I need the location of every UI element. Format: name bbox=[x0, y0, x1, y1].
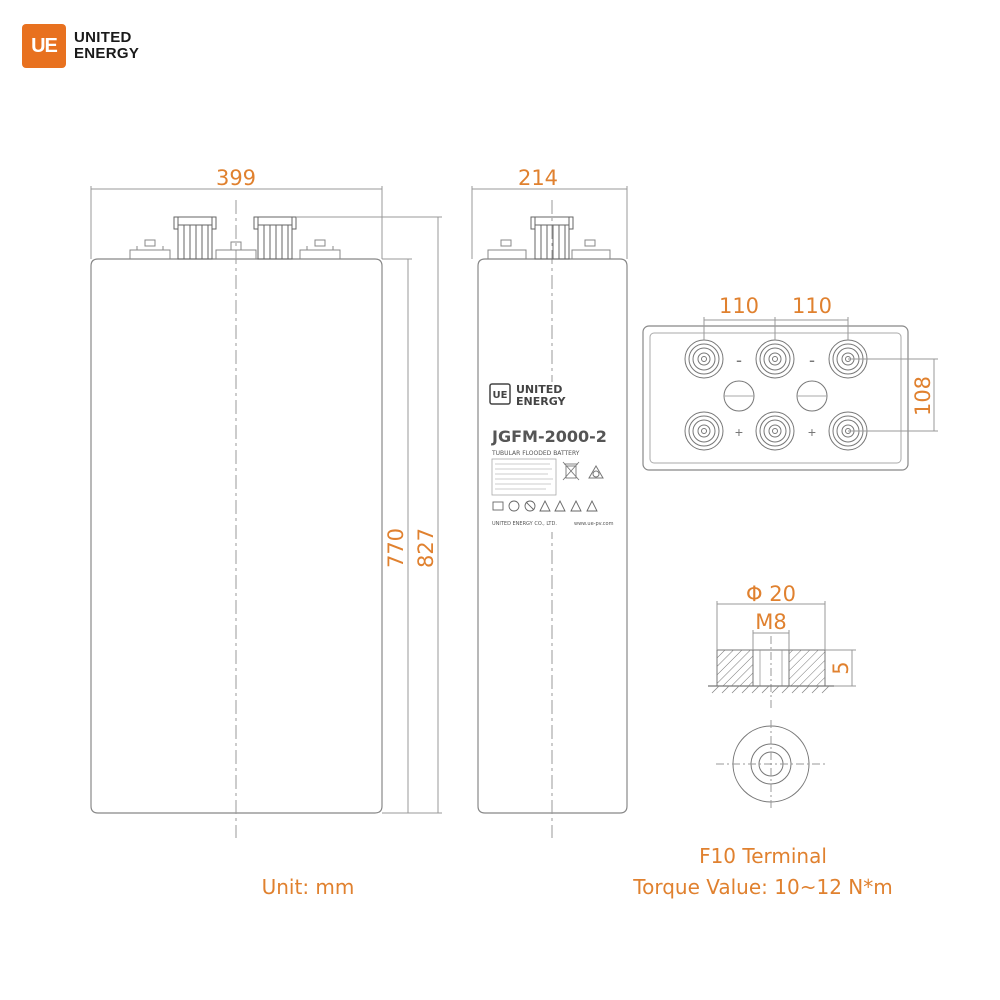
label-website: www.ue-pv.com bbox=[574, 521, 614, 527]
terminal-diameter-dimension bbox=[716, 601, 826, 650]
top-row-dimension bbox=[848, 358, 938, 432]
terminal-thread-label: M8 bbox=[755, 610, 786, 634]
brand-logo: UE UNITED ENERGY bbox=[22, 24, 139, 68]
label-spec-box bbox=[491, 458, 557, 496]
side-small-caps bbox=[487, 239, 611, 259]
manual-icon bbox=[492, 501, 504, 511]
label-brand-line-2: ENERGY bbox=[516, 395, 566, 408]
label-company: UNITED ENERGY CO., LTD. bbox=[492, 521, 557, 527]
terminal-torque: Torque Value: 10~12 N*m bbox=[632, 875, 892, 899]
label-logo-text: UE bbox=[493, 390, 508, 401]
label-model: JGFM-2000-2 bbox=[491, 427, 607, 446]
label-logo-mark bbox=[489, 383, 511, 405]
top-spacing-label-1: 110 bbox=[719, 294, 759, 318]
corrosive-icon bbox=[554, 499, 566, 512]
label-warning-icons bbox=[492, 499, 598, 512]
terminal-section-hatch-right bbox=[788, 649, 826, 687]
label-brand-line-1: UNITED bbox=[516, 383, 562, 396]
side-width-dimension bbox=[471, 186, 628, 259]
label-subtitle: TUBULAR FLOODED BATTERY bbox=[491, 450, 580, 457]
terminal-neg-2 bbox=[755, 339, 795, 379]
front-height-body-label: 770 bbox=[384, 528, 408, 568]
front-small-caps bbox=[129, 239, 341, 259]
terminal-height-dimension bbox=[825, 649, 856, 687]
electric-icon bbox=[586, 499, 598, 512]
top-terminals bbox=[684, 339, 868, 451]
terminal-section-hatch-left bbox=[716, 649, 754, 687]
terminal-title: F10 Terminal bbox=[699, 844, 827, 868]
terminal-detail: Φ 20 M8 5 bbox=[708, 582, 856, 810]
brand-line-2: ENERGY bbox=[74, 45, 140, 62]
battery-product-label: UE UNITED ENERGY JGFM-2000-2 TUBULAR FLO… bbox=[488, 382, 616, 532]
side-terminal-post bbox=[530, 216, 574, 260]
top-inner-outline bbox=[649, 332, 902, 464]
front-height-total-label: 827 bbox=[414, 528, 438, 568]
brand-line-1: UNITED bbox=[74, 29, 132, 46]
top-row-spacing-label: 108 bbox=[911, 376, 935, 416]
front-view: 399 770 827 bbox=[90, 166, 442, 838]
label-spec-lines bbox=[495, 463, 553, 490]
crossed-bin-icon bbox=[562, 461, 580, 481]
front-height-dimensions bbox=[296, 216, 442, 814]
terminal-neg-1 bbox=[684, 339, 724, 379]
front-width-dimension bbox=[90, 186, 383, 259]
side-battery-body bbox=[477, 258, 628, 814]
front-terminal-post-left bbox=[173, 216, 217, 260]
terminal-pos-2 bbox=[755, 411, 795, 451]
pos-sign-2: + bbox=[808, 424, 816, 440]
terminal-pos-1 bbox=[684, 411, 724, 451]
terminal-base-hatch bbox=[711, 685, 830, 694]
top-spacing-label-2: 110 bbox=[792, 294, 832, 318]
side-width-label: 214 bbox=[518, 166, 558, 190]
front-battery-body bbox=[90, 258, 383, 814]
neg-sign-1: - bbox=[736, 350, 742, 370]
child-warning-icon bbox=[524, 500, 536, 512]
top-view: - - + + 110 110 108 bbox=[642, 294, 938, 471]
terminal-height-label: 5 bbox=[829, 661, 853, 674]
top-spacing-dimension bbox=[703, 317, 849, 340]
terminal-diameter-label: Φ 20 bbox=[746, 582, 796, 606]
brand-logo-mark: UE bbox=[22, 24, 66, 68]
pos-sign-1: + bbox=[735, 424, 743, 440]
neg-sign-2: - bbox=[809, 350, 815, 370]
eye-protection-icon bbox=[508, 500, 520, 512]
front-width-label: 399 bbox=[216, 166, 256, 190]
unit-note: Unit: mm bbox=[262, 875, 355, 899]
recycle-icon bbox=[588, 465, 604, 479]
terminal-plan-view bbox=[716, 720, 826, 810]
explosive-icon bbox=[570, 499, 582, 512]
front-terminal-post-right bbox=[253, 216, 297, 260]
warning-icon bbox=[539, 499, 551, 512]
brand-logo-text: UNITED ENERGY bbox=[74, 30, 139, 62]
side-view: 214 UE UNITED ENERGY JGFM-2000-2 TUBULAR… bbox=[471, 166, 628, 838]
